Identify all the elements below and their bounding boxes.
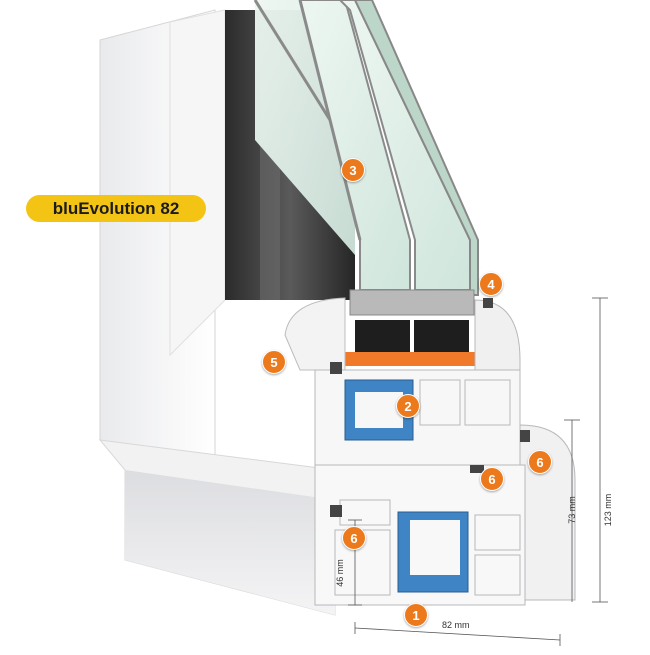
sash-profile bbox=[284, 297, 521, 466]
marker-middle-seal: 6 bbox=[480, 467, 504, 491]
dimension-frame-height: 46 mm bbox=[335, 559, 345, 587]
product-name-label: bluEvolution 82 bbox=[26, 195, 206, 222]
dimension-sash-height: 73 mm bbox=[567, 496, 577, 524]
marker-sash-reinforcement: 2 bbox=[396, 394, 420, 418]
marker-glass-seal: 4 bbox=[479, 272, 503, 296]
marker-frame-seal-right: 6 bbox=[528, 450, 552, 474]
glass-spacers bbox=[345, 289, 475, 366]
marker-frame-reinforcement: 1 bbox=[404, 603, 428, 627]
marker-glazing: 3 bbox=[341, 158, 365, 182]
frame-face bbox=[98, 9, 336, 616]
marker-sash-outer-seal: 5 bbox=[262, 350, 286, 374]
dimension-total-height: 123 mm bbox=[603, 493, 613, 527]
glass-panes bbox=[253, 0, 479, 296]
dimension-lines bbox=[348, 297, 608, 646]
marker-frame-seal-left: 6 bbox=[342, 526, 366, 550]
dimension-depth: 82 mm bbox=[442, 620, 470, 630]
